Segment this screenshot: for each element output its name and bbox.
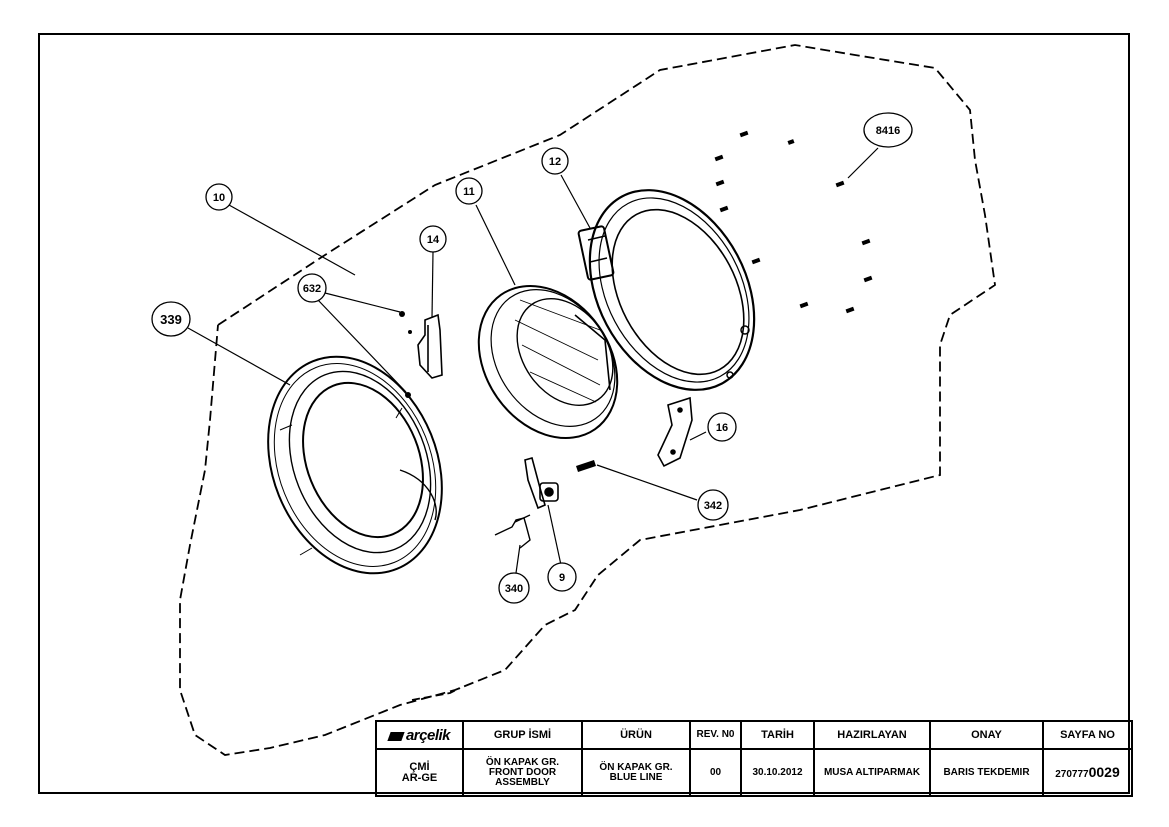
- screw-632b: [405, 392, 411, 398]
- screws-8416: [714, 130, 873, 314]
- callout-label: 339: [160, 312, 182, 327]
- group-line1: ÖN KAPAK GR.: [485, 756, 560, 768]
- group-cell: ÖN KAPAK GR. FRONT DOOR ASSEMBLY: [462, 748, 583, 797]
- callout-label: 9: [559, 572, 565, 584]
- screw-632a: [399, 311, 405, 317]
- header-sheet: SAYFA NO: [1042, 720, 1133, 750]
- part-door-handle: [524, 457, 559, 510]
- header-product: ÜRÜN: [581, 720, 691, 750]
- approval-value: BARIS TEKDEMIR: [929, 748, 1044, 797]
- leader-lines: [187, 147, 879, 574]
- header-date: TARİH: [740, 720, 815, 750]
- sheet-prefix: 270777: [1055, 769, 1089, 780]
- callout-label: 14: [427, 234, 440, 246]
- dept-cell: ÇMİ AR-GE: [375, 748, 464, 797]
- rev-value: 00: [689, 748, 742, 797]
- screw-632c: [408, 330, 412, 334]
- dept-line1: ÇMİ: [409, 760, 430, 773]
- callout-8416: 8416: [863, 112, 913, 148]
- header-group: GRUP İSMİ: [462, 720, 583, 750]
- callout-340: 340: [498, 572, 530, 604]
- prepared-value: MUSA ALTIPARMAK: [813, 748, 931, 797]
- sheet-suffix: 0029: [1088, 764, 1120, 780]
- part-handle-spring: [494, 514, 531, 549]
- callout-10: 10: [205, 183, 233, 211]
- callout-label: 8416: [876, 125, 900, 137]
- callout-12: 12: [541, 147, 569, 175]
- machine-outline-step: [411, 687, 461, 701]
- callout-label: 11: [463, 186, 475, 198]
- brand-logo-icon: [387, 731, 405, 741]
- product-line1: ÖN KAPAK GR.: [599, 761, 673, 773]
- sheet-value: 2707770029: [1042, 748, 1133, 797]
- header-approval: ONAY: [929, 720, 1044, 750]
- brand-name: arçelik: [405, 726, 451, 744]
- header-rev: REV. N0: [689, 720, 742, 750]
- part-outer-door-ring: [267, 355, 443, 575]
- callout-label: 342: [704, 500, 722, 512]
- machine-outline-dashed: [179, 44, 996, 756]
- part-door-catch: [417, 313, 443, 379]
- group-line3: ASSEMBLY: [495, 776, 550, 788]
- callout-label: 632: [303, 283, 321, 295]
- callout-label: 340: [505, 583, 523, 595]
- header-prepared: HAZIRLAYAN: [813, 720, 931, 750]
- title-block: arçelik GRUP İSMİ ÜRÜN REV. N0 TARİH HAZ…: [375, 720, 1133, 797]
- callout-label: 12: [549, 156, 561, 168]
- product-line2: BLUE LINE: [609, 771, 663, 783]
- callout-9: 9: [547, 562, 577, 592]
- callout-label: 10: [213, 192, 225, 204]
- callout-11: 11: [455, 177, 483, 205]
- callout-339: 339: [151, 301, 191, 337]
- part-hinge-screw: [576, 460, 596, 472]
- callout-label: 16: [716, 422, 728, 434]
- part-hinge-plate: [657, 396, 693, 468]
- group-line2: FRONT DOOR: [488, 766, 557, 778]
- callout-342: 342: [697, 489, 729, 521]
- brand-cell: arçelik: [375, 720, 464, 750]
- product-cell: ÖN KAPAK GR. BLUE LINE: [581, 748, 691, 797]
- callout-16: 16: [707, 412, 737, 442]
- date-value: 30.10.2012: [740, 748, 815, 797]
- part-door-hinge-ring: [577, 189, 756, 391]
- part-inner-door-frame: [477, 284, 619, 440]
- callout-14: 14: [419, 225, 447, 253]
- callout-632: 632: [297, 273, 327, 303]
- dept-line2: AR-GE: [401, 771, 438, 784]
